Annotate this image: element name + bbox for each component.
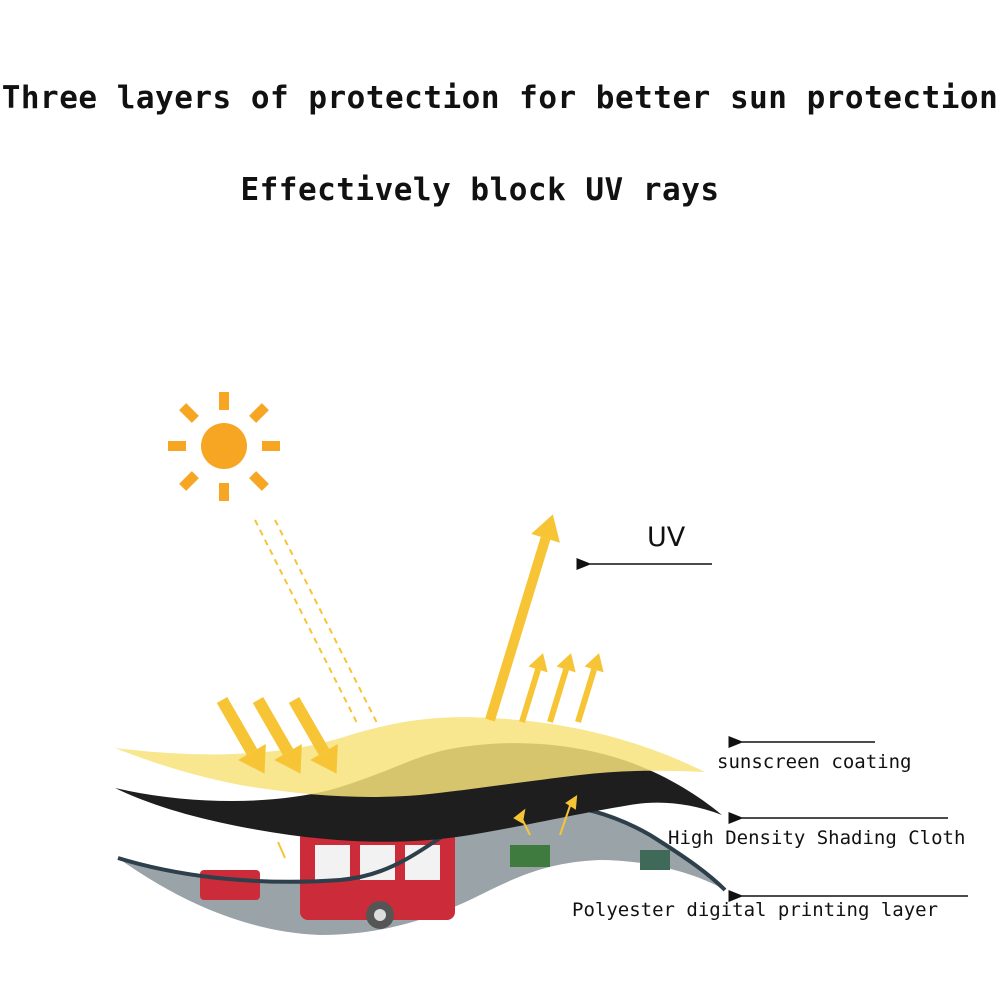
sun-icon [168, 392, 280, 501]
dashed-light-rays [254, 519, 379, 726]
layer-label-polyester: Polyester digital printing layer [572, 899, 939, 921]
layer-sunscreen-coating [115, 717, 705, 797]
reflected-uv-arrows [485, 514, 604, 723]
headline-primary: Three layers of protection for better su… [1, 80, 999, 116]
layer-label-shading-cloth: High Density Shading Cloth [668, 827, 966, 849]
uv-label: UV [647, 522, 686, 553]
incoming-uv-arrows [216, 697, 338, 774]
headline-secondary: Effectively block UV rays [240, 172, 720, 208]
layer-label-sunscreen: sunscreen coating [717, 751, 912, 773]
layer-polyester-printing [117, 802, 727, 935]
small-reflected-arrows [277, 795, 578, 859]
